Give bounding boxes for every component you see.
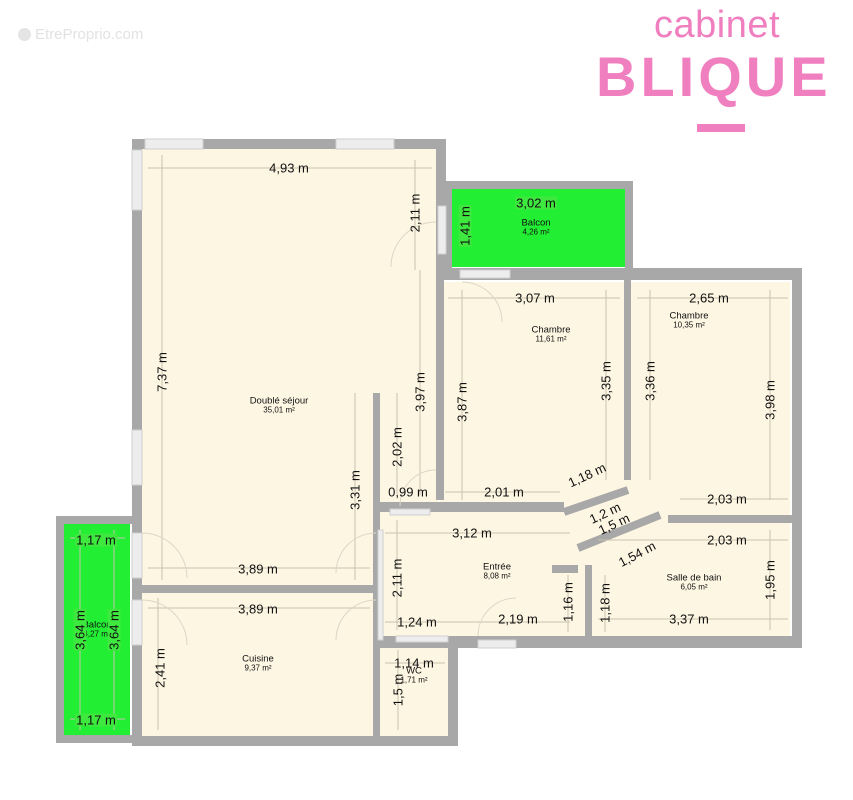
room-entree: Entrée 8,08 m² [483,561,511,581]
dim-chambre2-right: 3,98 m [762,380,778,420]
dim-balcon-top-width: 3,02 m [515,195,557,211]
room-wc: WC 1,71 m² [400,665,428,685]
dim-wc-height: 1,5 m [390,673,406,707]
room-balcon-left: Balcon 4,27 m² [82,619,112,639]
logo-top-text: cabinet [654,4,781,46]
dim-chambre2-bottom: 2,03 m [707,491,747,507]
dim-sdb-left: 1,18 m [597,583,613,623]
room-area: 1,71 m² [400,675,428,685]
room-name: Salle de bain [666,572,722,584]
room-balcon-top: Balcon 4,26 m² [521,217,551,237]
room-double-sejour: Doublé séjour 35,01 m² [249,395,309,415]
watermark: EtreProprio.com [18,26,143,43]
dim-entree-right: 1,16 m [560,582,576,622]
dim-chambre2-width: 2,65 m [689,290,729,306]
logo-underline [697,124,745,132]
dim-sejour-width: 4,93 m [269,160,309,176]
room-area: 11,61 m² [535,334,567,344]
room-area: 6,05 m² [680,582,708,592]
room-chambre-1: Chambre 11,61 m² [531,324,571,344]
room-name: Entrée [483,561,511,573]
room-name: Chambre [531,324,571,336]
dim-sejour-right: 3,97 m [412,372,428,412]
dim-balcon-left-top: 1,17 m [75,532,117,548]
dim-sejour-height: 7,37 m [154,352,170,392]
room-name: WC [406,665,422,677]
agency-logo: cabinet BLIQUE [596,4,846,134]
room-area: 35,01 m² [263,405,295,415]
dim-chambre2-left: 3,36 m [642,361,658,401]
room-name: Cuisine [242,653,274,665]
dim-sejour-door: 2,11 m [407,193,423,233]
dim-closet-width: 0,99 m [388,484,428,500]
dim-entree-bottom-left: 1,24 m [397,614,437,630]
dim-balcon-left-bottom: 1,17 m [75,712,117,728]
dim-sdb-bottom: 3,37 m [669,611,709,627]
dim-entree-bottom-right: 2,19 m [498,611,538,627]
dim-entree-width: 3,12 m [452,525,492,541]
dim-closet-right: 2,02 m [389,427,405,467]
dim-chambre1-right: 3,35 m [598,361,614,401]
dim-chambre1-left: 3,87 m [454,382,470,422]
watermark-logo-icon [18,28,31,41]
dim-balcon-left-h1: 3,64 m [72,609,88,651]
room-cuisine: Cuisine 9,37 m² [242,653,274,673]
room-salle-de-bain: Salle de bain 6,05 m² [666,572,722,592]
dim-sejour-bottom: 3,89 m [238,561,278,577]
watermark-text: EtreProprio.com [35,26,144,43]
room-area: 10,35 m² [673,320,705,330]
dim-closet-left: 3,31 m [347,470,363,510]
room-area: 4,26 m² [522,227,550,237]
room-area: 8,08 m² [483,571,511,581]
room-name: Balcon [82,619,112,631]
dim-cuisine-width: 3,89 m [238,601,278,617]
dim-wc-width: 1,14 m [394,655,434,671]
room-area: 9,37 m² [244,663,272,673]
logo-main-text: BLIQUE [596,45,832,108]
room-chambre-2: Chambre 10,35 m² [669,310,709,330]
room-area: 4,27 m² [83,629,111,639]
dim-entree-height: 2,11 m [389,558,405,598]
dim-cuisine-height: 2,41 m [152,648,168,688]
dim-balcon-left-h2: 3,64 m [106,609,122,651]
dim-sdb-right: 1,95 m [762,560,778,600]
dim-balcon-top-height: 1,41 m [457,205,473,247]
room-name: Doublé séjour [249,395,309,407]
room-name: Chambre [669,310,709,322]
dim-chambre1-bottom: 2,01 m [484,484,524,500]
dim-chambre1-width: 3,07 m [515,290,555,306]
room-name: Balcon [521,217,551,229]
dim-sdb-top: 2,03 m [707,532,747,548]
